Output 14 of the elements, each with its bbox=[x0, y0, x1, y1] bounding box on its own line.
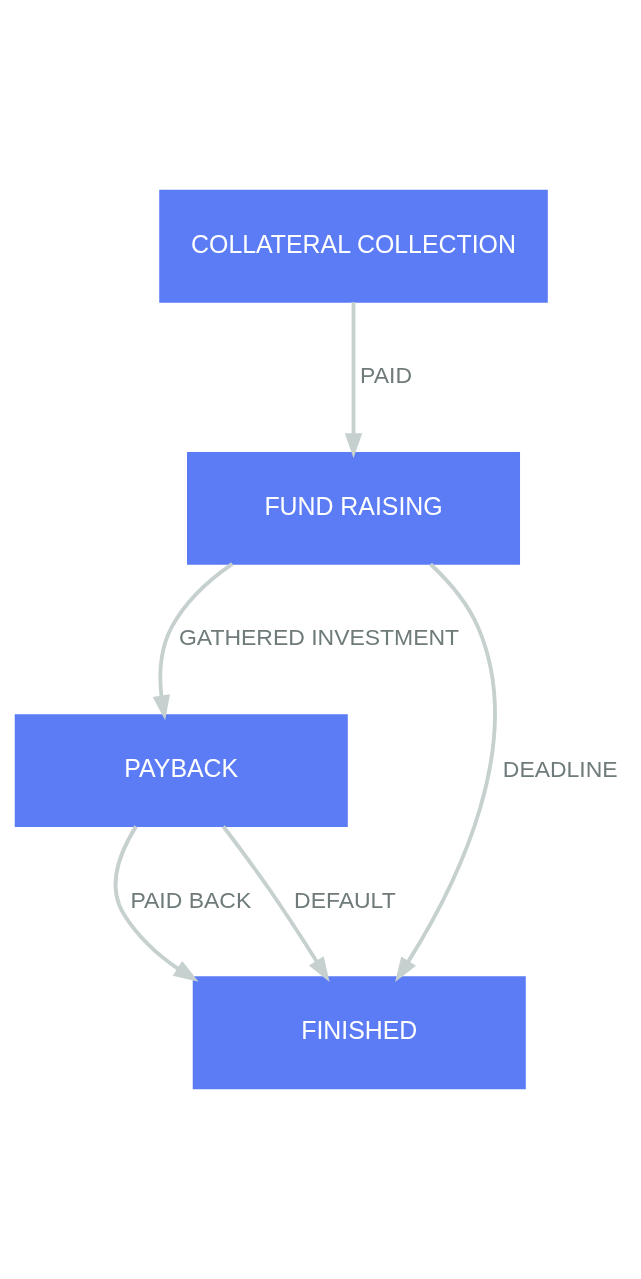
node-box: FUND RAISING bbox=[187, 451, 521, 565]
edge-label: DEFAULT bbox=[294, 886, 396, 913]
edge-label: GATHERED INVESTMENT bbox=[178, 624, 460, 651]
node-box: COLLATERAL COLLECTION bbox=[159, 189, 548, 303]
arrow bbox=[221, 825, 330, 983]
arrow bbox=[113, 825, 199, 982]
arrow bbox=[344, 302, 363, 459]
node-box: PAYBACK bbox=[14, 714, 348, 828]
arrow bbox=[395, 562, 497, 983]
edge-label: DEADLINE bbox=[502, 755, 618, 782]
node-box: FINISHED bbox=[192, 976, 526, 1090]
edge-label: PAID bbox=[360, 362, 412, 389]
edge-label: PAID BACK bbox=[130, 886, 252, 913]
arrow bbox=[152, 562, 234, 721]
